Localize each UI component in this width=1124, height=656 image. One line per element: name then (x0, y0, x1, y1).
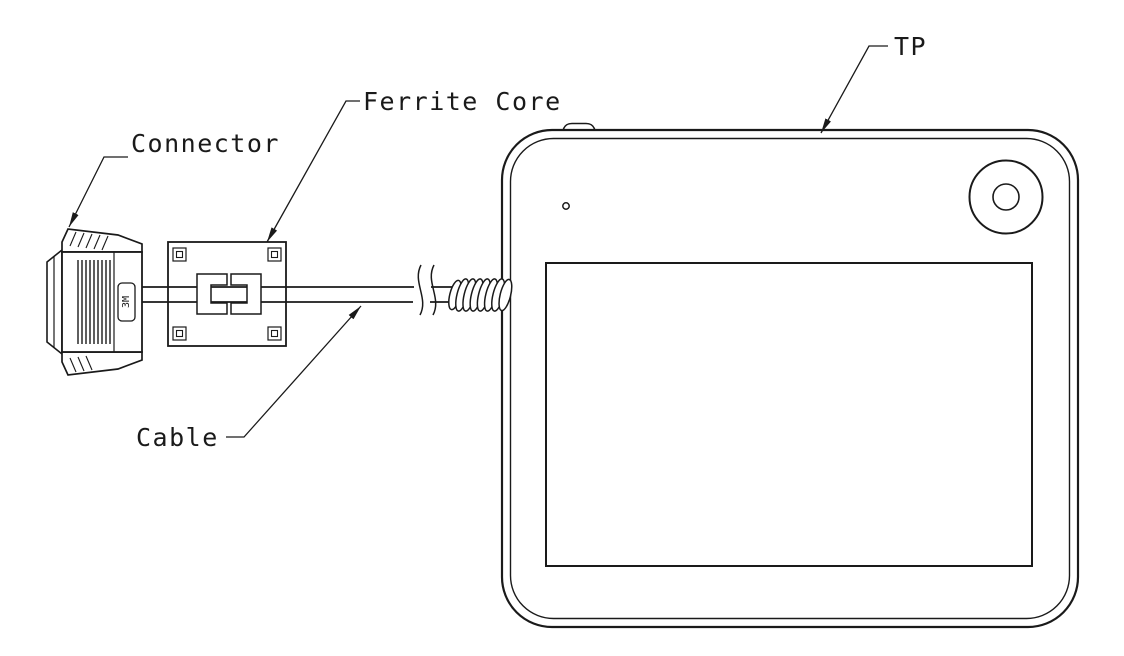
cable-label: Cable (136, 423, 219, 452)
break-curve-1 (417, 264, 424, 316)
ferrite-latch-tl (172, 247, 187, 262)
break-curve-2 (430, 264, 437, 316)
camera-ring-outer (968, 159, 1044, 235)
ferrite-core-leader-line (266, 100, 360, 243)
connector-grip-ridges (77, 260, 111, 344)
ferrite-core-label: Ferrite Core (363, 87, 562, 116)
ferrite-latch-tr (267, 247, 282, 262)
ferrite-clip-right (230, 273, 262, 315)
connector-brand-badge (117, 282, 136, 322)
ferrite-latch-tl-inner (175, 250, 184, 259)
ferrite-latch-br-inner (270, 329, 279, 338)
ferrite-latch-bl (172, 326, 187, 341)
cable-break-symbol (417, 264, 437, 316)
strain-relief-coil (448, 278, 513, 312)
device-screen (545, 262, 1033, 567)
device-inner-outline (509, 137, 1071, 620)
tp-leader-line (820, 45, 888, 134)
connector: 3M (46, 228, 143, 376)
leader-lines (68, 45, 888, 438)
coil-loop (498, 278, 513, 312)
connector-bottom-hatching (69, 355, 93, 373)
ferrite-latch-tr-inner (270, 250, 279, 259)
camera-ring-inner (992, 183, 1020, 211)
connector-bottom-cap (61, 351, 143, 376)
cable-leader-line (226, 305, 362, 438)
led-dot (562, 202, 570, 210)
device-outer-outline (500, 128, 1080, 629)
connector-leader-line (68, 156, 128, 228)
ferrite-latch-bl-inner (175, 329, 184, 338)
ferrite-core (167, 241, 287, 347)
connector-brand-marking: 3M (121, 296, 132, 308)
tp-device (500, 122, 1080, 629)
tp-label: TP (894, 32, 927, 61)
ferrite-latch-br (267, 326, 282, 341)
ferrite-outline (167, 241, 287, 347)
connector-label: Connector (131, 129, 280, 158)
ferrite-clip-left (196, 273, 228, 315)
connector-top-hatching (69, 231, 109, 251)
connector-top-cap (61, 228, 143, 253)
ferrite-details (172, 247, 282, 341)
